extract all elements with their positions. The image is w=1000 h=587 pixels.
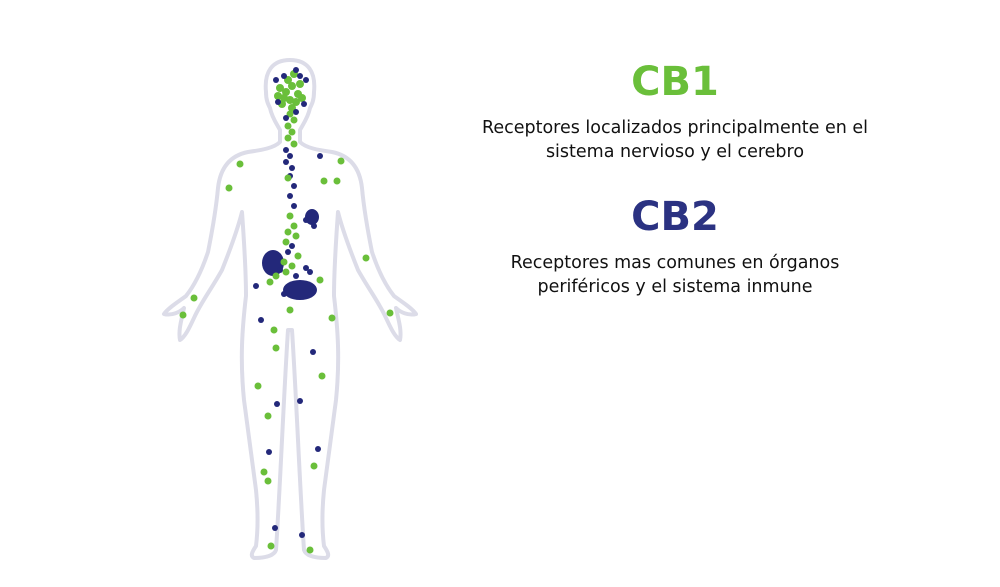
body-outline <box>162 58 418 560</box>
cb2-title: CB2 <box>631 194 719 240</box>
spine-dots <box>266 109 317 297</box>
intestine-cluster <box>283 280 317 300</box>
cb1-description-line-2: sistema nervioso y el cerebro <box>545 142 805 162</box>
cb2-description-line-2: periféricos y el sistema inmune <box>537 277 813 297</box>
cb1-description: Receptores localizados principalmente en… <box>440 116 910 164</box>
cb1-title: CB1 <box>631 59 719 105</box>
peripheral-dots <box>179 153 394 554</box>
cb2-legend: CB2 Receptores mas comunes en órganos pe… <box>440 195 910 299</box>
cb1-legend: CB1 Receptores localizados principalment… <box>440 60 910 164</box>
cb1-description-line-1: Receptores localizados principalmente en… <box>481 118 869 138</box>
cb2-description: Receptores mas comunes en órganos perifé… <box>440 251 910 299</box>
cb2-description-line-1: Receptores mas comunes en órganos <box>510 253 840 273</box>
cb2-organ-clusters <box>262 209 319 300</box>
brain-cluster <box>273 67 309 112</box>
